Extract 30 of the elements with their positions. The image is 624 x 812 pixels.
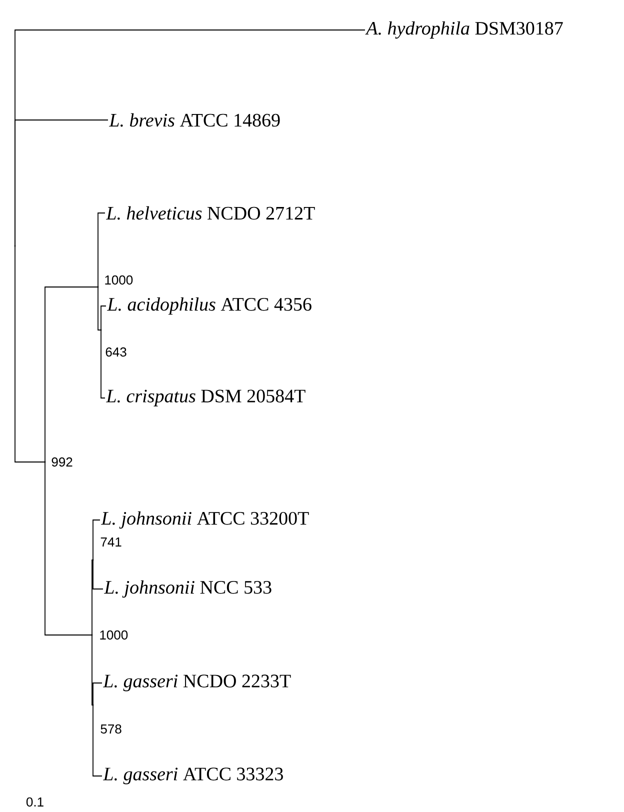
bootstrap-value: 992 [52,457,72,467]
tree-branch [92,560,94,636]
tree-branch [92,682,102,706]
scale-value: 0.1 [26,797,44,807]
taxon-label: L. crispatus DSM 20584T [106,390,306,406]
taxon-label: L. brevis ATCC 14869 [108,113,280,127]
tree-branch [44,286,98,462]
tree-branch [100,306,106,330]
tree-branch [98,212,106,288]
bootstrap-value: 1000 [105,275,133,285]
bootstrap-value: 643 [106,347,126,357]
tree-branch [92,520,100,560]
bootstrap-value: 1000 [100,630,128,640]
taxon-label: L. helveticus NCDO 2712T [106,206,315,220]
taxon-label: L. acidophilus ATCC 4356 [106,297,312,315]
tree-branch [100,330,106,398]
taxon-label: L. johnsonii ATCC 33200T [100,511,309,529]
tree-branch [44,462,92,636]
taxon-label: L. johnsonii NCC 533 [104,580,272,598]
tree-branch [98,286,102,330]
taxon-label: A. hydrophila DSM30187 [365,21,563,39]
tree-branch [92,560,104,590]
bootstrap-value: 741 [100,538,122,546]
tree-branch [92,704,102,776]
tree-branch [14,246,46,462]
bootstrap-value: 578 [100,724,122,734]
taxon-label: L. gasseri ATCC 33323 [102,768,283,784]
tree-branch [14,120,108,246]
tree-branch [92,634,94,706]
taxon-label: L. gasseri NCDO 2233T [102,674,291,692]
